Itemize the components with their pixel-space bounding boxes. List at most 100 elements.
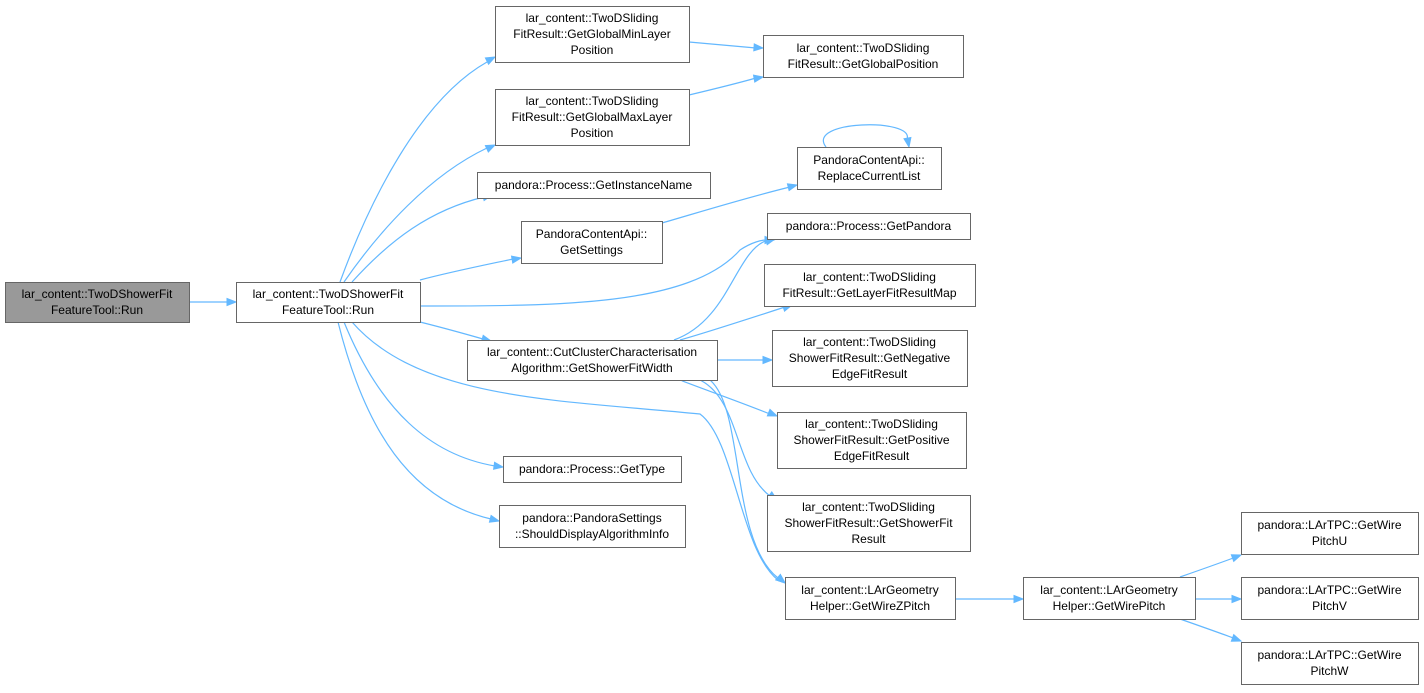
nodes-layer: lar_content::TwoDShowerFitFeatureTool::R… (5, 6, 1419, 685)
node-label-line: lar_content::TwoDSliding (526, 11, 659, 25)
edge-n17-n18 (1179, 556, 1237, 578)
edge-n17-n20 (1179, 618, 1237, 640)
arrowhead-n1-n8 (488, 514, 501, 523)
graph-node[interactable]: lar_content::TwoDSlidingShowerFitResult:… (772, 330, 968, 387)
edge-n1-n6 (419, 321, 484, 340)
graph-node[interactable]: pandora::Process::GetPandora (767, 213, 971, 240)
node-box[interactable] (785, 577, 956, 620)
node-label-line: pandora::LArTPC::GetWire (1257, 518, 1401, 532)
edge-n6-n12 (679, 306, 786, 341)
node-box[interactable] (772, 330, 968, 387)
node-label-line: pandora::LArTPC::GetWire (1257, 583, 1401, 597)
graph-node[interactable]: lar_content::TwoDShowerFitFeatureTool::R… (236, 282, 421, 323)
arrowhead-n1-n2 (484, 56, 497, 66)
edge-n1-n8 (337, 321, 492, 520)
node-label-line: FitResult::GetGlobalMinLayer (513, 27, 670, 41)
node-label-line: PandoraContentApi:: (536, 227, 647, 241)
graph-node[interactable]: lar_content::TwoDSlidingFitResult::GetGl… (495, 89, 690, 146)
node-box[interactable] (499, 505, 686, 548)
arrowhead-n10-n10 (903, 136, 912, 149)
node-label-line: PitchV (1312, 599, 1347, 613)
node-label-line: lar_content::TwoDSliding (526, 94, 659, 108)
node-label-line: lar_content::TwoDSliding (805, 417, 938, 431)
node-box[interactable] (1023, 577, 1196, 620)
edge-n1-n11 (419, 239, 767, 307)
node-box[interactable] (763, 35, 964, 78)
node-box[interactable] (521, 221, 663, 264)
graph-node[interactable]: lar_content::TwoDShowerFitFeatureTool::R… (5, 282, 190, 323)
edge-n3-n9 (688, 77, 757, 96)
node-box[interactable] (1241, 642, 1419, 685)
node-label-line: EdgeFitResult (834, 449, 910, 463)
node-label-line: Helper::GetWirePitch (1053, 599, 1166, 613)
node-box[interactable] (797, 147, 942, 190)
node-box[interactable] (5, 282, 190, 323)
graph-node[interactable]: lar_content::TwoDSlidingFitResult::GetGl… (763, 35, 964, 78)
graph-node[interactable]: lar_content::LArGeometryHelper::GetWireZ… (785, 577, 956, 620)
node-label-line: FitResult::GetGlobalPosition (788, 57, 939, 71)
node-label-line: FeatureTool::Run (282, 303, 374, 317)
graph-node[interactable]: PandoraContentApi::ReplaceCurrentList (797, 147, 942, 190)
edge-n6-n14 (679, 379, 771, 415)
edge-n1-n2 (339, 61, 488, 283)
arrowhead-n3-n9 (752, 74, 765, 83)
node-label-line: ::ShouldDisplayAlgorithmInfo (515, 527, 669, 541)
node-label-line: lar_content::LArGeometry (1040, 583, 1177, 597)
node-label-line: pandora::PandoraSettings (522, 511, 661, 525)
node-label-line: lar_content::TwoDSliding (797, 41, 930, 55)
arrowhead-n17-n18 (1230, 554, 1243, 563)
node-box[interactable] (764, 264, 976, 307)
node-label-line: lar_content::TwoDShowerFit (22, 287, 173, 301)
node-label-line: ReplaceCurrentList (818, 169, 921, 183)
node-box[interactable] (495, 89, 690, 146)
arrowhead-n6-n16 (775, 573, 787, 584)
graph-node[interactable]: lar_content::LArGeometryHelper::GetWireP… (1023, 577, 1196, 620)
node-label-line: ShowerFitResult::GetShowerFit (784, 516, 953, 530)
edge-n5-n10 (661, 186, 791, 224)
node-label-line: lar_content::TwoDSliding (803, 335, 936, 349)
graph-node[interactable]: lar_content::TwoDSlidingFitResult::GetGl… (495, 6, 690, 63)
edge-n6-n15 (699, 379, 771, 497)
arrowhead-n17-n19 (1231, 594, 1243, 604)
graph-node[interactable]: lar_content::TwoDSlidingShowerFitResult:… (777, 412, 967, 469)
node-label-line: lar_content::TwoDSliding (802, 500, 935, 514)
node-box[interactable] (477, 172, 711, 199)
arrowhead-n1-n5 (510, 255, 523, 264)
node-box[interactable] (767, 495, 971, 552)
edge-n2-n9 (688, 41, 757, 49)
edge-n1-n4 (351, 196, 485, 283)
edge-n1-n16 (351, 321, 779, 581)
node-label-line: Helper::GetWireZPitch (810, 599, 930, 613)
graph-node[interactable]: pandora::PandoraSettings::ShouldDisplayA… (499, 505, 686, 548)
node-box[interactable] (503, 456, 682, 483)
graph-node[interactable]: lar_content::CutClusterCharacterisationA… (467, 340, 718, 381)
node-box[interactable] (467, 340, 718, 381)
node-label-line: Result (851, 532, 886, 546)
graph-node[interactable]: PandoraContentApi::GetSettings (521, 221, 663, 264)
arrowhead-n16-n17 (1013, 594, 1025, 604)
graph-node[interactable]: pandora::Process::GetInstanceName (477, 172, 711, 199)
node-label-line: pandora::LArTPC::GetWire (1257, 648, 1401, 662)
arrowhead-n6-n14 (766, 408, 779, 417)
graph-node[interactable]: lar_content::TwoDSlidingFitResult::GetLa… (764, 264, 976, 307)
node-label-line: FeatureTool::Run (51, 303, 143, 317)
node-label-line: FitResult::GetGlobalMaxLayer (512, 110, 673, 124)
graph-node[interactable]: pandora::Process::GetType (503, 456, 682, 483)
graph-node[interactable]: lar_content::TwoDSlidingShowerFitResult:… (767, 495, 971, 552)
node-box[interactable] (1241, 512, 1419, 555)
edge-n1-n7 (343, 321, 496, 467)
node-box[interactable] (1241, 577, 1419, 620)
node-box[interactable] (495, 6, 690, 63)
node-box[interactable] (767, 213, 971, 240)
node-label-line: Position (571, 43, 614, 57)
node-label-line: ShowerFitResult::GetNegative (789, 351, 951, 365)
node-label-line: ShowerFitResult::GetPositive (793, 433, 949, 447)
node-label-line: FitResult::GetLayerFitResultMap (782, 286, 956, 300)
node-label-line: pandora::Process::GetPandora (786, 219, 952, 233)
node-box[interactable] (236, 282, 421, 323)
node-box[interactable] (777, 412, 967, 469)
